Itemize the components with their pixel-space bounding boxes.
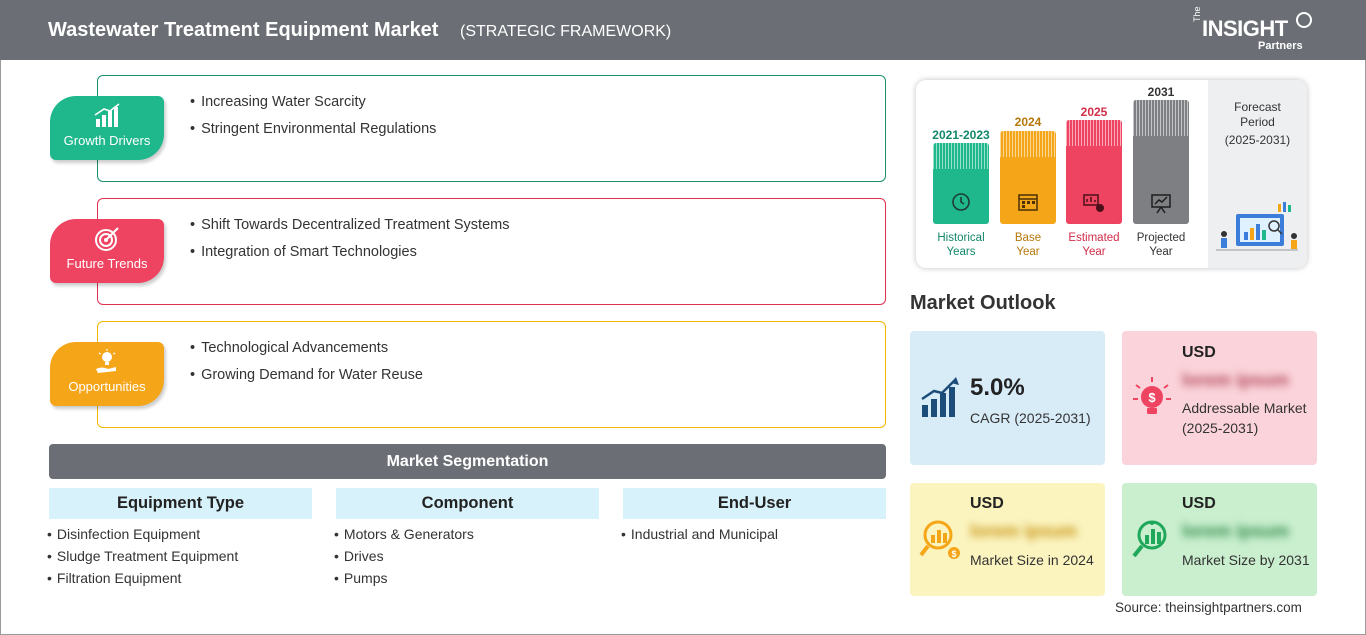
opportunities-label: Opportunities — [68, 379, 146, 394]
opportunities-list: Technological Advancements Growing Deman… — [190, 340, 423, 394]
addressable-label: Addressable Market (2025-2031) — [1182, 400, 1307, 436]
timeline-year: 2021-2023 — [932, 128, 990, 142]
rising-bars-icon — [94, 103, 120, 127]
page-subtitle: (STRATEGIC FRAMEWORK) — [460, 23, 672, 40]
growth-drivers-badge: Growth Drivers — [50, 96, 164, 160]
list-item: Sludge Treatment Equipment — [47, 548, 238, 564]
opportunities-badge: Opportunities — [50, 342, 164, 406]
bar-stripe — [1066, 120, 1122, 146]
insight-partners-logo[interactable]: The INSIGHT Partners — [1188, 6, 1313, 54]
addressable-usd: USD — [1182, 344, 1216, 361]
list-item: Filtration Equipment — [47, 570, 238, 586]
size-2031-label: Market Size by 2031 — [1182, 552, 1310, 568]
size-2031-usd: USD — [1182, 495, 1216, 512]
bar-stripe — [1133, 100, 1189, 136]
timeline-caption-line2: Year — [1149, 246, 1173, 258]
timeline-year: 2025 — [1080, 105, 1108, 119]
list-item: Growing Demand for Water Reuse — [190, 367, 423, 383]
forecast-period-panel: Forecast Period (2025-2031) — [1208, 80, 1307, 268]
opportunities-box: Technological Advancements Growing Deman… — [97, 321, 886, 428]
size-2024-value-blurred: lorem ipsum — [970, 521, 1078, 541]
addressable-market-card: $ USD lorem ipsum Addressable Market (20… — [1122, 331, 1317, 465]
timeline-bar-estimated — [1066, 120, 1122, 224]
timeline-caption-line1: Estimated — [1068, 232, 1120, 244]
growth-drivers-box: Increasing Water Scarcity Stringent Envi… — [97, 75, 886, 182]
target-icon — [95, 227, 119, 251]
source-credit: Source: theinsightpartners.com — [1115, 600, 1302, 615]
dollar-bulb-icon: $ — [1133, 377, 1171, 414]
timeline-year: 2031 — [1147, 85, 1175, 99]
timeline-card: 2021-2023 Historical Years 2024 — [916, 80, 1307, 268]
future-trends-list: Shift Towards Decentralized Treatment Sy… — [190, 217, 509, 271]
analyst-dashboard-illustration — [1216, 202, 1298, 251]
logo-ring-icon — [1296, 12, 1312, 28]
market-outlook-title: Market Outlook — [910, 292, 1056, 314]
segment-list-component: Motors & Generators Drives Pumps — [334, 526, 474, 592]
market-size-2031-card: USD lorem ipsum Market Size by 2031 — [1122, 483, 1317, 596]
timeline-bar-base — [1000, 131, 1056, 224]
bar-stripe — [1000, 131, 1056, 157]
growth-drivers-label: Growth Drivers — [63, 133, 151, 148]
list-item: Motors & Generators — [334, 526, 474, 542]
logo-insight: INSIGHT — [1202, 16, 1288, 41]
hand-lightbulb-icon — [96, 349, 116, 373]
timeline-caption-line1: Historical — [937, 232, 985, 244]
header-bar: Wastewater Treatment Equipment Market (S… — [0, 0, 1366, 60]
list-item: Technological Advancements — [190, 340, 423, 356]
list-item: Disinfection Equipment — [47, 526, 238, 542]
market-segmentation-header: Market Segmentation — [49, 444, 886, 479]
timeline-bar-projected — [1133, 100, 1189, 224]
list-item: Integration of Smart Technologies — [190, 244, 509, 260]
calendar-icon — [1018, 194, 1038, 211]
magnifier-bars-icon — [1132, 520, 1167, 558]
magnifier-chart-icon: $ — [919, 520, 960, 559]
segment-heading-end-user: End-User — [623, 488, 886, 519]
forecast-title-line1: Forecast — [1234, 100, 1281, 114]
history-icon — [952, 193, 970, 211]
size-2031-value-blurred: lorem ipsum — [1182, 521, 1290, 541]
page-title: Wastewater Treatment Equipment Market — [48, 19, 439, 41]
logo-the: The — [1192, 6, 1202, 22]
market-size-2024-card: $ USD lorem ipsum Market Size in 2024 — [910, 483, 1105, 596]
cagr-card: 5.0% CAGR (2025-2031) — [910, 331, 1105, 465]
list-item: Increasing Water Scarcity — [190, 94, 436, 110]
addressable-value-blurred: lorem ipsum — [1182, 370, 1290, 390]
future-trends-label: Future Trends — [66, 256, 148, 271]
segment-list-end-user: Industrial and Municipal — [621, 526, 778, 548]
presentation-icon — [1151, 194, 1171, 214]
list-item: Industrial and Municipal — [621, 526, 778, 542]
svg-text:$: $ — [951, 549, 956, 559]
cagr-value: 5.0% — [970, 374, 1025, 401]
segment-heading-component: Component — [336, 488, 599, 519]
list-item: Stringent Environmental Regulations — [190, 121, 436, 137]
timeline-caption-line1: Base — [1014, 232, 1042, 244]
timeline-caption-line1: Projected — [1136, 232, 1186, 244]
estimate-icon — [1083, 194, 1104, 212]
list-item: Shift Towards Decentralized Treatment Sy… — [190, 217, 509, 233]
growth-chart-icon — [921, 377, 959, 417]
timeline-caption-line2: Year — [1016, 246, 1040, 258]
cagr-label: CAGR (2025-2031) — [970, 410, 1091, 426]
list-item: Drives — [334, 548, 474, 564]
timeline-caption-line2: Year — [1082, 246, 1106, 258]
timeline-year: 2024 — [1014, 115, 1042, 129]
svg-text:$: $ — [1148, 390, 1156, 405]
segment-heading-equipment-type: Equipment Type — [49, 488, 312, 519]
forecast-range: (2025-2031) — [1224, 133, 1291, 147]
logo-partners: Partners — [1258, 40, 1303, 52]
future-trends-badge: Future Trends — [50, 219, 164, 283]
forecast-title-line2: Period — [1240, 115, 1275, 129]
growth-drivers-list: Increasing Water Scarcity Stringent Envi… — [190, 94, 436, 148]
timeline-caption-line2: Years — [946, 246, 976, 258]
timeline-bar-historical — [933, 143, 989, 224]
size-2024-usd: USD — [970, 495, 1004, 512]
size-2024-label: Market Size in 2024 — [970, 552, 1094, 568]
list-item: Pumps — [334, 570, 474, 586]
future-trends-box: Shift Towards Decentralized Treatment Sy… — [97, 198, 886, 305]
segment-list-equipment-type: Disinfection Equipment Sludge Treatment … — [47, 526, 238, 592]
bar-stripe — [933, 143, 989, 169]
